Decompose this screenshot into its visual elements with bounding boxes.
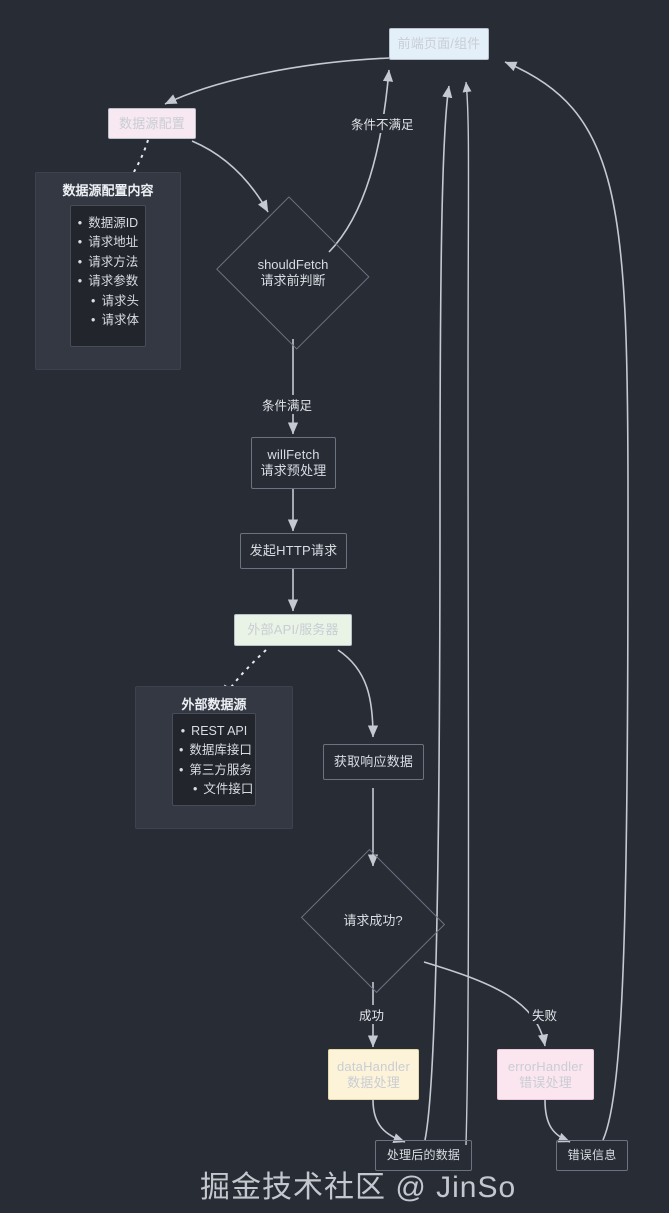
node-shouldfetch-decision[interactable]: shouldFetch 请求前判断 [215, 196, 371, 350]
node-datahandler[interactable]: dataHandler 数据处理 [328, 1049, 419, 1100]
list-item: 请求方法 [77, 253, 139, 272]
cluster-datasource-config-list: 数据源ID 请求地址 请求方法 请求参数 请求头 请求体 [70, 205, 146, 347]
list-item: 第三方服务 [179, 761, 252, 780]
external-source-items: REST API 数据库接口 第三方服务 文件接口 [179, 722, 253, 800]
edge-label-success: 成功 [356, 1005, 388, 1024]
edge-frontend-to-dsconfig [164, 57, 390, 105]
datasource-config-items: 数据源ID 请求地址 请求方法 请求参数 请求头 请求体 [77, 214, 139, 330]
node-send-http-request[interactable]: 发起HTTP请求 [240, 533, 347, 569]
node-datasource-config[interactable]: 数据源配置 [108, 108, 196, 139]
node-request-success-decision[interactable]: 请求成功? [300, 848, 446, 994]
node-processed-data[interactable]: 处理后的数据 [375, 1140, 472, 1171]
list-item: REST API [179, 722, 249, 741]
node-processed-data-label: 处理后的数据 [386, 1148, 461, 1163]
edge-processed-inner-return [462, 81, 472, 1146]
edge-errorhandler-to-errorinfo [544, 1099, 571, 1143]
node-external-api-server[interactable]: 外部API/服务器 [234, 614, 352, 646]
node-external-api-label: 外部API/服务器 [247, 622, 339, 638]
node-error-info-label: 错误信息 [567, 1148, 617, 1163]
node-datahandler-label-cn: 数据处理 [347, 1074, 400, 1090]
cluster-external-sources-title: 外部数据源 [181, 697, 247, 712]
node-errorhandler-label-en: errorHandler [507, 1058, 584, 1074]
list-item: 数据源ID [77, 214, 139, 233]
node-shouldfetch-label: shouldFetch 请求前判断 [258, 257, 329, 290]
node-willfetch-label-en: willFetch [267, 447, 320, 463]
edge-label-condition-met: 条件满足 [259, 395, 316, 414]
node-willfetch[interactable]: willFetch 请求预处理 [251, 437, 336, 489]
edge-dsconfig-to-shouldfetch [191, 140, 269, 213]
node-errorhandler-label-cn: 错误处理 [519, 1074, 572, 1090]
list-item: 请求参数 [77, 272, 139, 291]
cluster-external-sources-list: REST API 数据库接口 第三方服务 文件接口 [172, 713, 256, 806]
node-get-response-data[interactable]: 获取响应数据 [323, 744, 424, 780]
node-errorhandler[interactable]: errorHandler 错误处理 [497, 1049, 594, 1100]
edge-errorinfo-to-frontend [504, 61, 629, 1141]
node-shouldfetch-label-cn: 请求前判断 [260, 273, 326, 288]
node-frontend-page-component[interactable]: 前端页面/组件 [389, 28, 489, 60]
list-item: 文件接口 [179, 780, 253, 799]
list-item: 请求头 [77, 292, 139, 311]
list-item: 数据库接口 [179, 741, 252, 760]
cluster-datasource-config-title: 数据源配置内容 [62, 183, 154, 198]
edge-label-condition-not-met: 条件不满足 [348, 114, 417, 133]
list-item: 请求地址 [77, 233, 139, 252]
node-shouldfetch-label-en: shouldFetch [257, 256, 329, 272]
edge-label-failure: 失败 [529, 1005, 561, 1024]
node-willfetch-label-cn: 请求预处理 [260, 463, 327, 478]
node-frontend-label: 前端页面/组件 [397, 36, 481, 52]
list-item: 请求体 [77, 311, 139, 330]
node-request-success-label: 请求成功? [343, 912, 403, 928]
node-get-response-data-label: 获取响应数据 [333, 754, 414, 770]
node-send-http-request-label: 发起HTTP请求 [249, 543, 338, 559]
node-error-info[interactable]: 错误信息 [556, 1140, 628, 1171]
watermark-text: 掘金技术社区 @ JinSo [200, 1171, 517, 1204]
node-datasource-config-label: 数据源配置 [119, 115, 186, 131]
edge-externalapi-to-getresponse [337, 649, 379, 738]
node-datahandler-label-en: dataHandler [336, 1058, 411, 1074]
edge-datahandler-to-processed [372, 1099, 406, 1144]
